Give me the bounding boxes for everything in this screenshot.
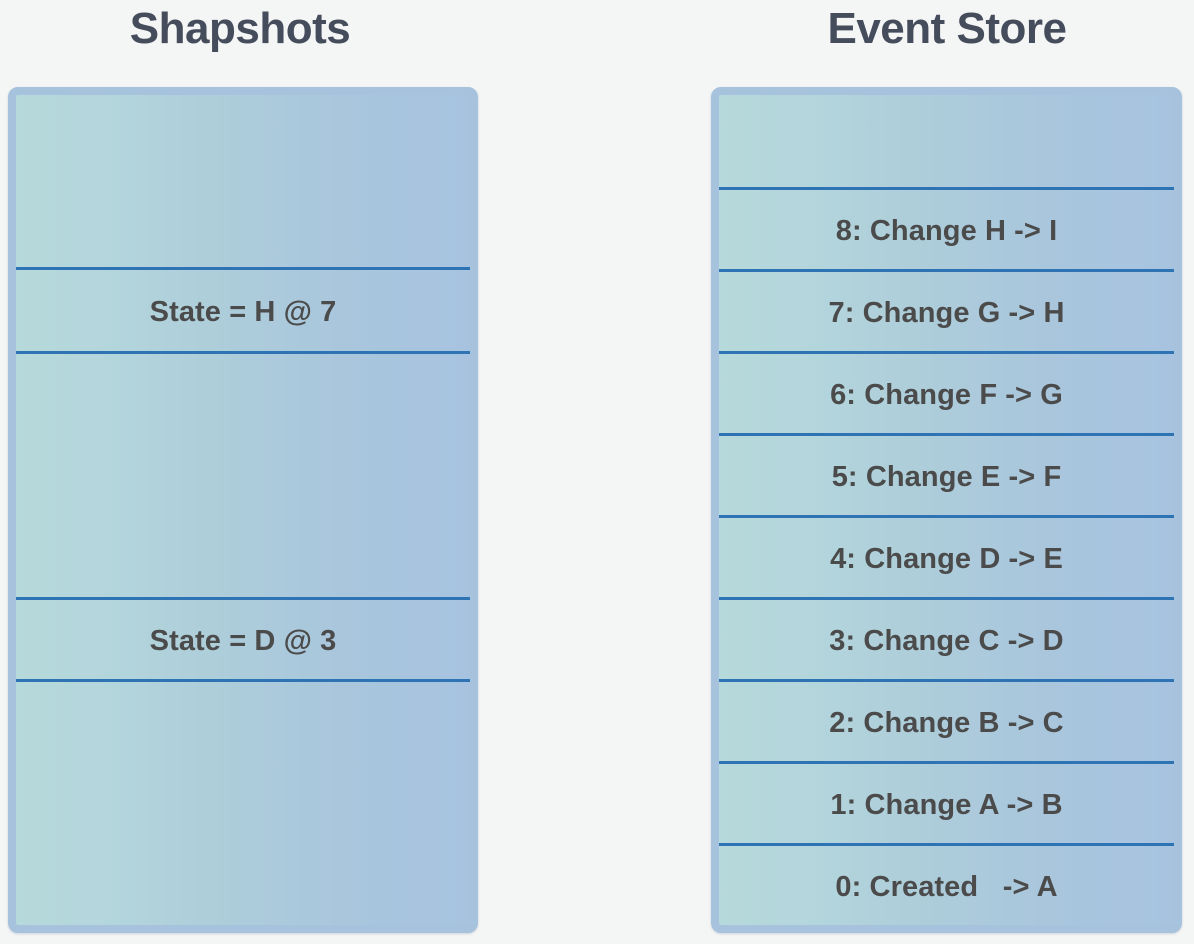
event-row: 5: Change E -> F (719, 436, 1174, 518)
event-row: 7: Change G -> H (719, 272, 1174, 354)
snapshots-column-title: Shapshots (129, 4, 351, 53)
event-row-label: 2: Change B -> C (829, 706, 1064, 739)
snapshots-row-list: State = H @ 7 State = D @ 3 (16, 95, 470, 925)
event-row: 1: Change A -> B (719, 764, 1174, 846)
snapshot-row-empty (16, 95, 470, 270)
event-row-label: 1: Change A -> B (830, 788, 1063, 821)
snapshot-row-empty (16, 682, 470, 925)
event-row-label: 5: Change E -> F (831, 460, 1062, 493)
snapshot-row: State = D @ 3 (16, 600, 470, 682)
event-row-label: 0: Created -> A (835, 870, 1058, 903)
event-row: 2: Change B -> C (719, 682, 1174, 764)
snapshots-panel: State = H @ 7 State = D @ 3 (8, 87, 478, 933)
event-row-label: 7: Change G -> H (828, 296, 1065, 329)
snapshot-row-label: State = D @ 3 (149, 624, 337, 657)
event-store-column-title: Event Store (827, 4, 1067, 53)
event-row: 3: Change C -> D (719, 600, 1174, 682)
event-row: 6: Change F -> G (719, 354, 1174, 436)
event-row-label: 6: Change F -> G (830, 378, 1063, 411)
event-row: 0: Created -> A (719, 846, 1174, 925)
event-row: 4: Change D -> E (719, 518, 1174, 600)
event-row-label: 8: Change H -> I (835, 214, 1058, 247)
event-row-label: 4: Change D -> E (830, 542, 1063, 575)
snapshot-row-empty (16, 354, 470, 600)
event-store-panel: 8: Change H -> I 7: Change G -> H 6: Chang… (711, 87, 1182, 933)
snapshot-row: State = H @ 7 (16, 270, 470, 354)
snapshot-row-label: State = H @ 7 (149, 295, 337, 328)
event-row-label: 3: Change C -> D (829, 624, 1064, 657)
event-store-row-list: 8: Change H -> I 7: Change G -> H 6: Chang… (719, 95, 1174, 925)
event-row-empty (719, 95, 1174, 190)
event-row: 8: Change H -> I (719, 190, 1174, 272)
